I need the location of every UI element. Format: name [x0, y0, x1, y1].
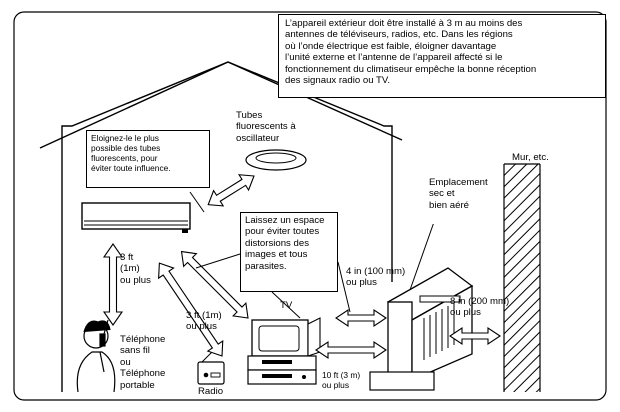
distance-3ft-vertical-label: 3 ft (1m) ou plus [120, 252, 151, 286]
radio-label: Radio [198, 386, 224, 397]
distance-3ft-diagonal-label: 3 ft (1m) ou plus [186, 310, 222, 333]
distance-4in-label: 4 in (100 mm) ou plus [346, 266, 406, 289]
outer-frame [13, 11, 607, 401]
outdoor-unit-icon [369, 267, 474, 391]
keep-away-callout: Eloignez-le le plus possible des tubes f… [86, 130, 210, 188]
notice-box: L’appareil extérieur doit être installé … [278, 14, 606, 98]
arrow-diagonal-tv [180, 250, 249, 319]
space-callout: Laissez un espace pour éviter toutes dis… [240, 212, 338, 292]
person-with-phone-icon [76, 319, 116, 393]
arrow-10ft [315, 340, 387, 360]
arrow-4in [335, 308, 387, 328]
tv-icon [247, 317, 321, 385]
arrow-diagonal-radio [158, 262, 224, 357]
radio-icon [197, 351, 225, 385]
tv-label: TV [280, 300, 293, 311]
distance-8in-label: 8 in (200 mm) ou plus [450, 296, 510, 319]
distance-10ft-label: 10 ft (3 m) ou plus [322, 370, 361, 390]
wall-hatched [503, 163, 541, 392]
arrow-8in [449, 326, 501, 346]
fluorescent-tubes-label: Tubes fluorescents à oscillateur [236, 110, 296, 144]
location-callout: Emplacement sec et bien aéré [424, 174, 496, 224]
wall-label: Mur, etc. [512, 152, 549, 163]
arrow-vertical-3ft [102, 243, 124, 326]
distance-arrows [102, 174, 501, 360]
callout-pointers [189, 191, 435, 319]
fluorescent-lamp-icon [245, 149, 307, 171]
roof-left [39, 61, 229, 149]
arrow-lamp [207, 174, 255, 207]
roof-right [227, 61, 403, 141]
indoor-ac-unit-icon [81, 202, 191, 233]
phone-label: Téléphone sans fil ou Téléphone portable [120, 334, 166, 391]
